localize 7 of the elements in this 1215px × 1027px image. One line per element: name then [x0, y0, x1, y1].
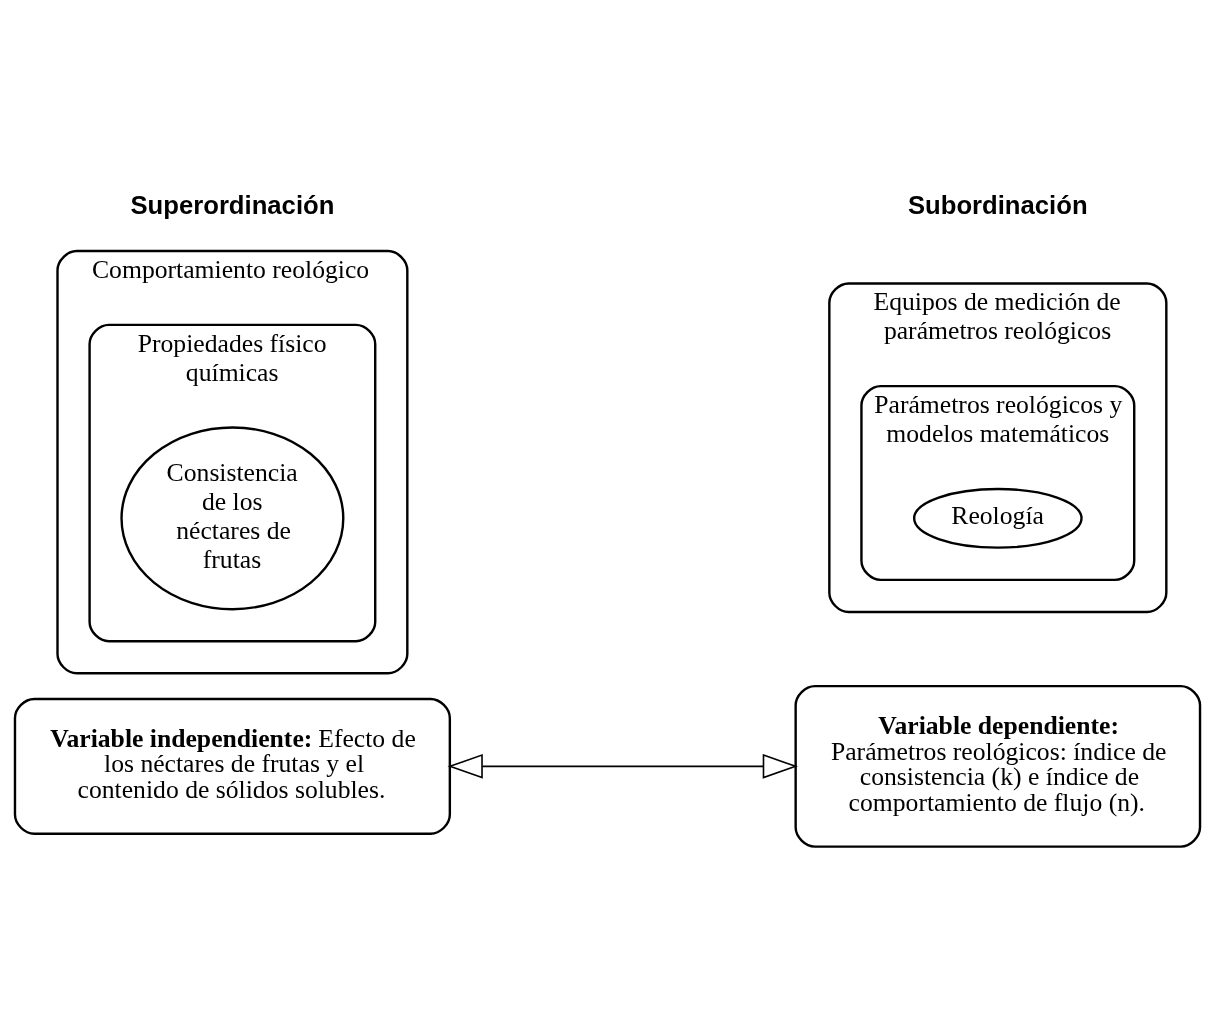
label: Superordinación	[130, 190, 335, 219]
node-ellipse: Consistencia de los néctares de frutas	[120, 426, 345, 611]
node-box: Variable independiente: Efecto de los néctares de frutas y el contenido de sólidos solubles.	[13, 697, 452, 835]
node-box: Variable dependiente: Parámetros reológicos: índice de consistencia (k) e índice de comportamiento de flujo (n).	[794, 684, 1202, 848]
node-ellipse: Reología	[912, 487, 1083, 549]
arrow	[447, 754, 798, 779]
label: Subordinación	[907, 190, 1088, 219]
